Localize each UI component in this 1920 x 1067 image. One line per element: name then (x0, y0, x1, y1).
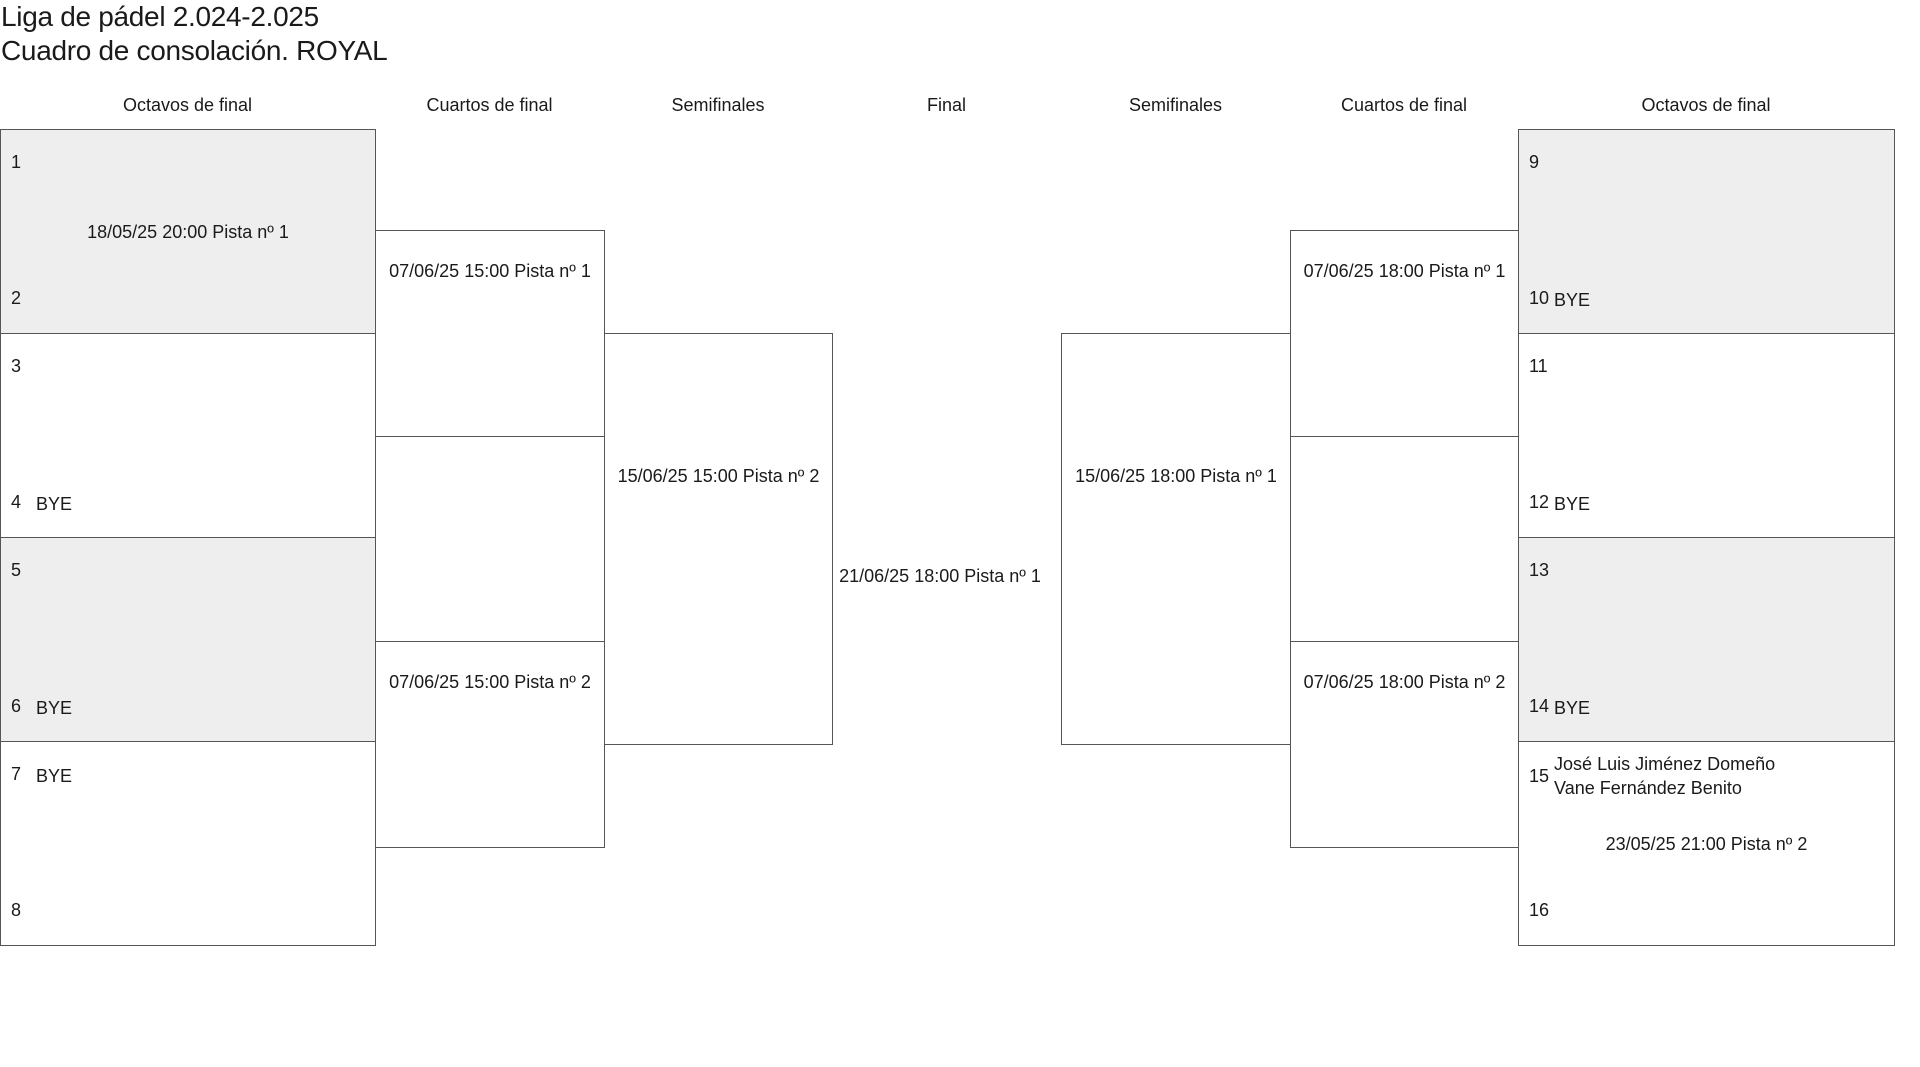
seed-slot-bottom: 2 (11, 288, 36, 309)
seed-slot-bottom: 16 (1529, 900, 1554, 921)
seed-number: 8 (11, 900, 22, 920)
match-qf-right-2[interactable]: 07/06/25 18:00 Pista nº 2 (1290, 641, 1519, 848)
match-sf-right[interactable]: 15/06/25 18:00 Pista nº 1 (1061, 333, 1291, 745)
seed-number: 10 (1529, 288, 1550, 308)
player-name: José Luis Jiménez Domeño (1554, 754, 1776, 774)
match-schedule: 07/06/25 18:00 Pista nº 2 (1303, 672, 1506, 692)
match-qf-left-1[interactable]: 07/06/25 15:00 Pista nº 1 (375, 230, 605, 437)
round-header-qf-left: Cuartos de final (426, 95, 553, 115)
round-header-sf-left: Semifinales (671, 95, 765, 115)
seed-number: 11 (1529, 356, 1548, 376)
seed-number: 1 (11, 152, 22, 172)
match-qf-right-1[interactable]: 07/06/25 18:00 Pista nº 1 (1290, 230, 1519, 437)
seed-number: 7 (11, 764, 22, 784)
team-names: José Luis Jiménez Domeño Vane Fernández … (1554, 752, 1775, 800)
seed-number: 4 (11, 492, 22, 512)
seed-slot-top: 5 (11, 560, 36, 581)
round-header-final: Final (926, 95, 966, 115)
seed-number: 15 (1529, 766, 1550, 786)
match-schedule: 07/06/25 15:00 Pista nº 1 (389, 261, 591, 281)
seed-number: 14 (1529, 696, 1550, 716)
team-name: BYE (36, 766, 73, 786)
team-name: BYE (36, 494, 73, 514)
seed-slot-bottom: 12 BYE (1529, 492, 1590, 516)
team-name: BYE (1554, 290, 1591, 310)
seed-number: 9 (1529, 152, 1540, 172)
match-final-schedule[interactable]: 21/06/25 18:00 Pista nº 1 (839, 566, 1041, 586)
seed-number: 13 (1529, 560, 1550, 580)
seed-number: 3 (11, 356, 22, 376)
seed-slot-top: 3 (11, 356, 36, 377)
match-schedule: 23/05/25 21:00 Pista nº 2 (1605, 834, 1808, 854)
match-r16-left-1[interactable]: 1 18/05/25 20:00 Pista nº 1 2 (0, 129, 376, 334)
team-name: BYE (1554, 698, 1591, 718)
page-subtitle: Cuadro de consolación. ROYAL (1, 35, 388, 66)
seed-slot-bottom: 14 BYE (1529, 696, 1590, 720)
round-header-sf-right: Semifinales (1128, 95, 1223, 115)
match-r16-left-3[interactable]: 5 6 BYE (0, 537, 376, 742)
seed-number: 2 (11, 288, 22, 308)
team-name: BYE (36, 698, 73, 718)
seed-slot-bottom: 6 BYE (11, 696, 72, 720)
seed-number: 16 (1529, 900, 1550, 920)
match-r16-right-1[interactable]: 9 10 BYE (1518, 129, 1895, 334)
seed-slot-top: 11 (1529, 356, 1554, 377)
match-schedule: 07/06/25 15:00 Pista nº 2 (389, 672, 591, 692)
seed-slot-top: 15 José Luis Jiménez Domeño Vane Fernánd… (1529, 752, 1775, 800)
match-sf-left[interactable]: 15/06/25 15:00 Pista nº 2 (604, 333, 833, 745)
match-r16-right-2[interactable]: 11 12 BYE (1518, 333, 1895, 538)
match-schedule: 07/06/25 18:00 Pista nº 1 (1303, 261, 1506, 281)
page-title: Liga de pádel 2.024-2.025 (1, 1, 319, 32)
match-r16-right-4[interactable]: 15 José Luis Jiménez Domeño Vane Fernánd… (1518, 741, 1895, 946)
seed-number: 12 (1529, 492, 1550, 512)
seed-slot-top: 13 (1529, 560, 1554, 581)
round-header-qf-right: Cuartos de final (1340, 95, 1468, 115)
seed-slot-top: 9 (1529, 152, 1554, 173)
match-schedule: 15/06/25 18:00 Pista nº 1 (1075, 466, 1277, 486)
match-schedule: 15/06/25 15:00 Pista nº 2 (617, 466, 820, 486)
round-header-r16-left: Octavos de final (122, 95, 253, 115)
player-name: Vane Fernández Benito (1554, 778, 1742, 798)
match-r16-left-4[interactable]: 7 BYE 8 (0, 741, 376, 946)
seed-number: 6 (11, 696, 22, 716)
match-r16-left-2[interactable]: 3 4 BYE (0, 333, 376, 538)
round-header-r16-right: Octavos de final (1641, 95, 1771, 115)
seed-slot-bottom: 4 BYE (11, 492, 72, 516)
match-schedule: 18/05/25 20:00 Pista nº 1 (87, 222, 289, 242)
seed-slot-bottom: 8 (11, 900, 36, 921)
match-r16-right-3[interactable]: 13 14 BYE (1518, 537, 1895, 742)
seed-slot-bottom: 10 BYE (1529, 288, 1590, 312)
match-qf-left-2[interactable]: 07/06/25 15:00 Pista nº 2 (375, 641, 605, 848)
team-name: BYE (1554, 494, 1591, 514)
seed-slot-top: 7 BYE (11, 764, 72, 788)
seed-number: 5 (11, 560, 22, 580)
seed-slot-top: 1 (11, 152, 36, 173)
